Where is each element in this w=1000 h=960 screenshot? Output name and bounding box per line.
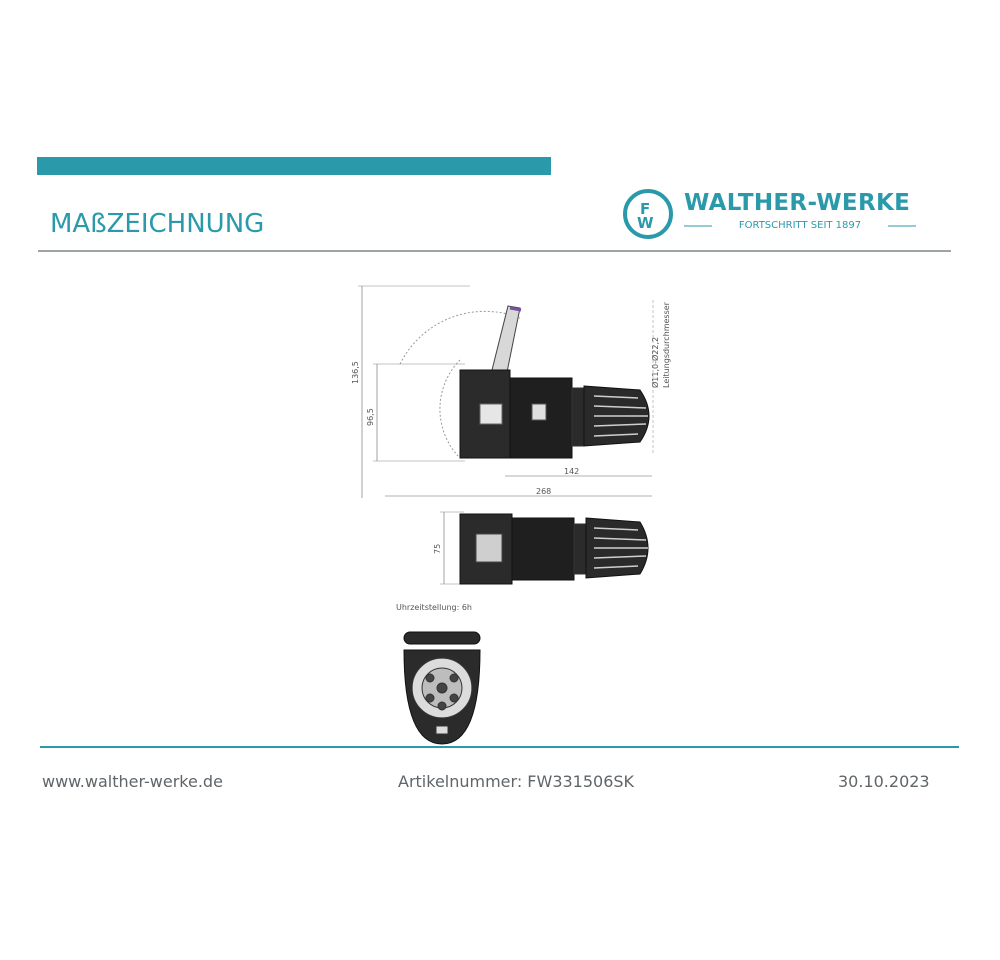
logo-name: WALTHER-WERKE	[684, 190, 911, 216]
side-view	[358, 285, 654, 498]
logo-tagline: FORTSCHRITT SEIT 1897	[738, 220, 862, 231]
dim-width: 75	[433, 544, 442, 554]
footer-divider	[40, 746, 959, 748]
clock-position-note: Uhrzeitstellung: 6h	[396, 603, 472, 612]
footer-website[interactable]: www.walther-werke.de	[42, 772, 223, 791]
dim-total-height: 136,5	[351, 361, 360, 384]
svg-text:W: W	[637, 214, 654, 232]
dimension-labels: 136,5 96,5 142 268 75 Ø11,0-Ø22,2 Leitun…	[351, 301, 671, 612]
footer-date: 30.10.2023	[838, 772, 930, 791]
company-logo: F W WALTHER-WERKE FORTSCHRITT SEIT 1897	[620, 186, 920, 242]
dim-length-total: 268	[536, 487, 551, 496]
front-view	[403, 631, 481, 745]
footer-article-number: Artikelnummer: FW331506SK	[398, 772, 635, 791]
dimension-drawing: 136,5 96,5 142 268 75 Ø11,0-Ø22,2 Leitun…	[351, 285, 671, 745]
header-accent-bar	[37, 157, 551, 175]
header-divider	[38, 250, 951, 252]
cable-diameter-range: Ø11,0-Ø22,2	[650, 337, 660, 388]
svg-text:F: F	[640, 200, 650, 218]
cable-diameter-label: Leitungsdurchmesser	[662, 301, 671, 388]
dim-body-height: 96,5	[366, 408, 375, 426]
top-view	[440, 511, 649, 585]
fw-logo-icon: F W	[623, 189, 673, 239]
logo-tagline-rules	[684, 225, 916, 227]
dim-length-inner: 142	[564, 467, 579, 476]
page-title: MAßZEICHNUNG	[50, 209, 265, 239]
